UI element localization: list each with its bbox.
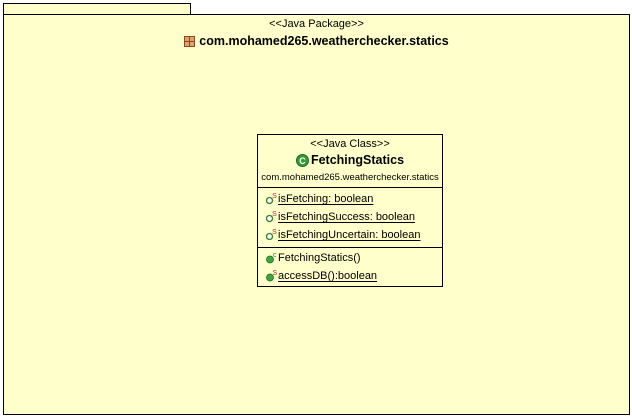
static-field-icon: S: [266, 211, 277, 223]
package-tab: [3, 3, 191, 14]
operation-text: accessDB():boolean: [278, 270, 378, 282]
package-frame[interactable]: <<Java Package>> com.mohamed265.weatherc…: [3, 14, 630, 415]
class-name: FetchingStatics: [310, 153, 405, 167]
package-name: com.mohamed265.weatherchecker.statics: [199, 34, 449, 48]
operation-row[interactable]: S accessDB():boolean: [266, 268, 377, 284]
package-title-row: com.mohamed265.weatherchecker.statics: [4, 34, 629, 48]
static-field-icon: S: [266, 193, 277, 205]
class-stereotype: <<Java Class>>: [310, 138, 390, 150]
static-method-icon: S: [266, 270, 277, 282]
svg-text:S: S: [272, 229, 277, 236]
operation-row[interactable]: c FetchingStatics(): [266, 250, 361, 266]
constructor-icon: c: [266, 252, 277, 264]
class-icon: C: [295, 153, 309, 167]
attribute-row[interactable]: S isFetching: boolean: [266, 191, 373, 207]
svg-text:c: c: [273, 252, 277, 259]
svg-text:S: S: [272, 193, 277, 200]
attribute-text: isFetching: boolean: [278, 193, 374, 205]
class-package-name: com.mohamed265.weatherchecker.statics: [261, 172, 439, 183]
attribute-row[interactable]: S isFetchingSuccess: boolean: [266, 209, 415, 225]
class-box[interactable]: <<Java Class>> C FetchingStatics com.moh…: [257, 134, 443, 287]
svg-text:S: S: [272, 270, 277, 277]
package-icon: [184, 35, 196, 47]
operations-divider: [258, 247, 442, 248]
attribute-row[interactable]: S isFetchingUncertain: boolean: [266, 227, 420, 243]
package-stereotype: <<Java Package>>: [269, 18, 364, 30]
svg-text:S: S: [272, 211, 277, 218]
attribute-text: isFetchingSuccess: boolean: [278, 211, 415, 223]
static-field-icon: S: [266, 229, 277, 241]
attributes-divider: [258, 187, 442, 188]
operation-text: FetchingStatics(): [278, 252, 361, 264]
class-title-row: C FetchingStatics: [258, 153, 442, 167]
svg-text:C: C: [299, 155, 306, 165]
attribute-text: isFetchingUncertain: boolean: [278, 229, 421, 241]
